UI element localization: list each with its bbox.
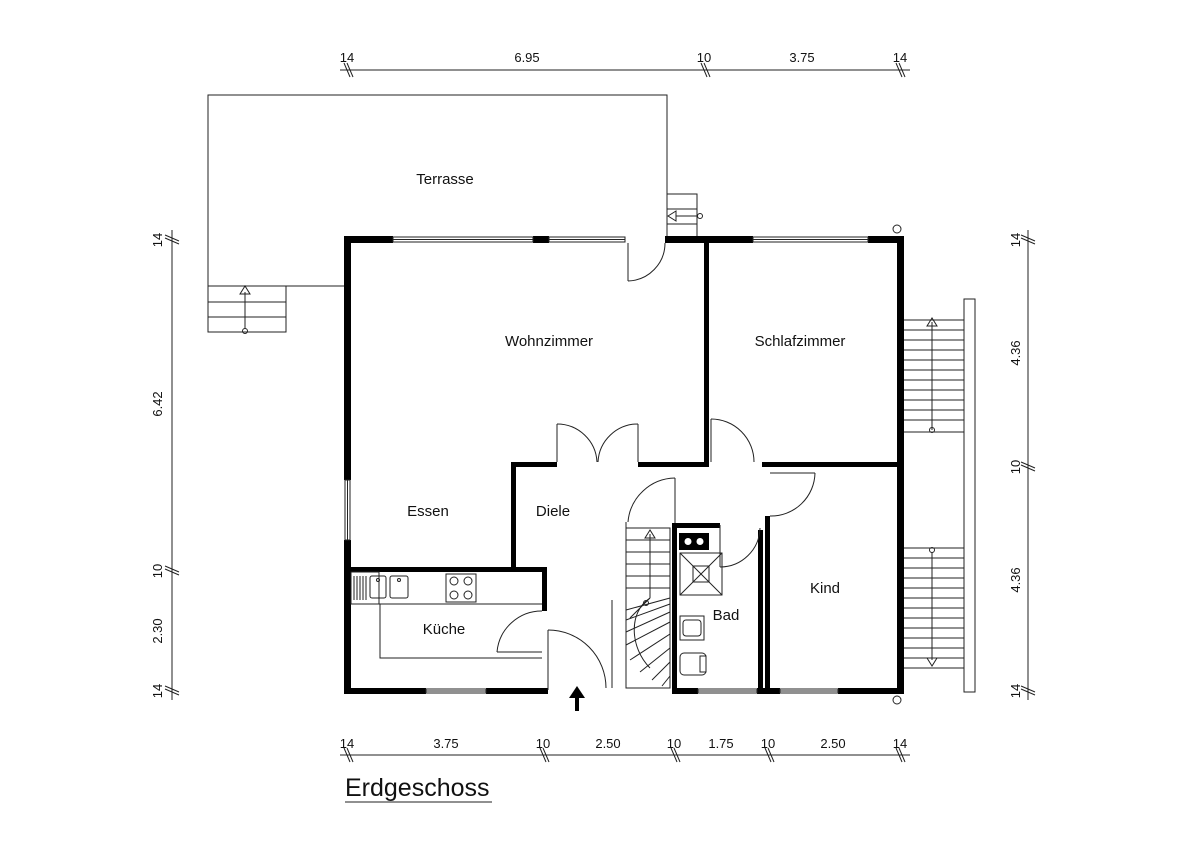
dimension-bottom: 14 3.75 10 2.50 10 1.75 10 2.50 14 <box>340 736 910 763</box>
dim-right-2: 10 <box>1008 460 1023 474</box>
terrace-stairs <box>207 285 287 334</box>
dim-bottom-7: 2.50 <box>820 736 845 751</box>
dim-right-0: 14 <box>1008 233 1023 247</box>
room-label-terrasse: Terrasse <box>416 171 474 188</box>
dim-left-3: 2.30 <box>150 618 165 643</box>
dim-bottom-6: 10 <box>761 736 775 751</box>
walls <box>344 236 904 694</box>
dim-bottom-3: 2.50 <box>595 736 620 751</box>
dim-right-4: 14 <box>1008 684 1023 698</box>
heater-icon <box>679 533 709 550</box>
washbasin-icon <box>679 615 705 641</box>
dim-top-3: 3.75 <box>789 50 814 65</box>
dim-bottom-5: 1.75 <box>708 736 733 751</box>
room-label-kueche: Küche <box>423 621 466 638</box>
room-label-essen: Essen <box>407 503 449 520</box>
dim-top-4: 14 <box>893 50 907 65</box>
dim-top-1: 6.95 <box>514 50 539 65</box>
room-label-kind: Kind <box>810 580 840 597</box>
dim-top-2: 10 <box>697 50 711 65</box>
kitchen-sink-icon <box>369 575 409 599</box>
dimension-right: 14 4.36 10 4.36 14 <box>1008 230 1036 700</box>
windows <box>344 236 869 694</box>
dim-right-1: 4.36 <box>1008 340 1023 365</box>
stove-icon <box>445 573 477 603</box>
room-label-diele: Diele <box>536 503 570 520</box>
interior-staircase <box>611 527 671 689</box>
corner-marker-top <box>892 224 902 234</box>
kitchen-counter <box>350 571 542 659</box>
dim-right-3: 4.36 <box>1008 567 1023 592</box>
room-label-schlafzimmer: Schlafzimmer <box>755 333 846 350</box>
plan-title: Erdgeschoss <box>345 774 490 802</box>
corner-marker-bottom <box>892 695 902 705</box>
room-label-wohnzimmer: Wohnzimmer <box>505 333 593 350</box>
dim-left-1: 6.42 <box>150 391 165 416</box>
room-label-bad: Bad <box>713 607 740 624</box>
dim-bottom-0: 14 <box>340 736 354 751</box>
dim-bottom-8: 14 <box>893 736 907 751</box>
dim-left-2: 10 <box>150 564 165 578</box>
entrance-arrow-icon <box>569 686 585 711</box>
shower-icon <box>679 552 723 596</box>
toilet-icon <box>679 652 707 676</box>
dim-left-4: 14 <box>150 684 165 698</box>
dim-left-0: 14 <box>150 233 165 247</box>
dimension-left: 14 6.42 10 2.30 14 <box>150 230 180 700</box>
dim-bottom-1: 3.75 <box>433 736 458 751</box>
exterior-stairs-lower <box>902 547 965 669</box>
dimension-top: 14 6.95 10 3.75 14 <box>340 50 910 78</box>
dim-top-0: 14 <box>340 50 354 65</box>
dim-bottom-2: 10 <box>536 736 550 751</box>
dim-bottom-4: 10 <box>667 736 681 751</box>
